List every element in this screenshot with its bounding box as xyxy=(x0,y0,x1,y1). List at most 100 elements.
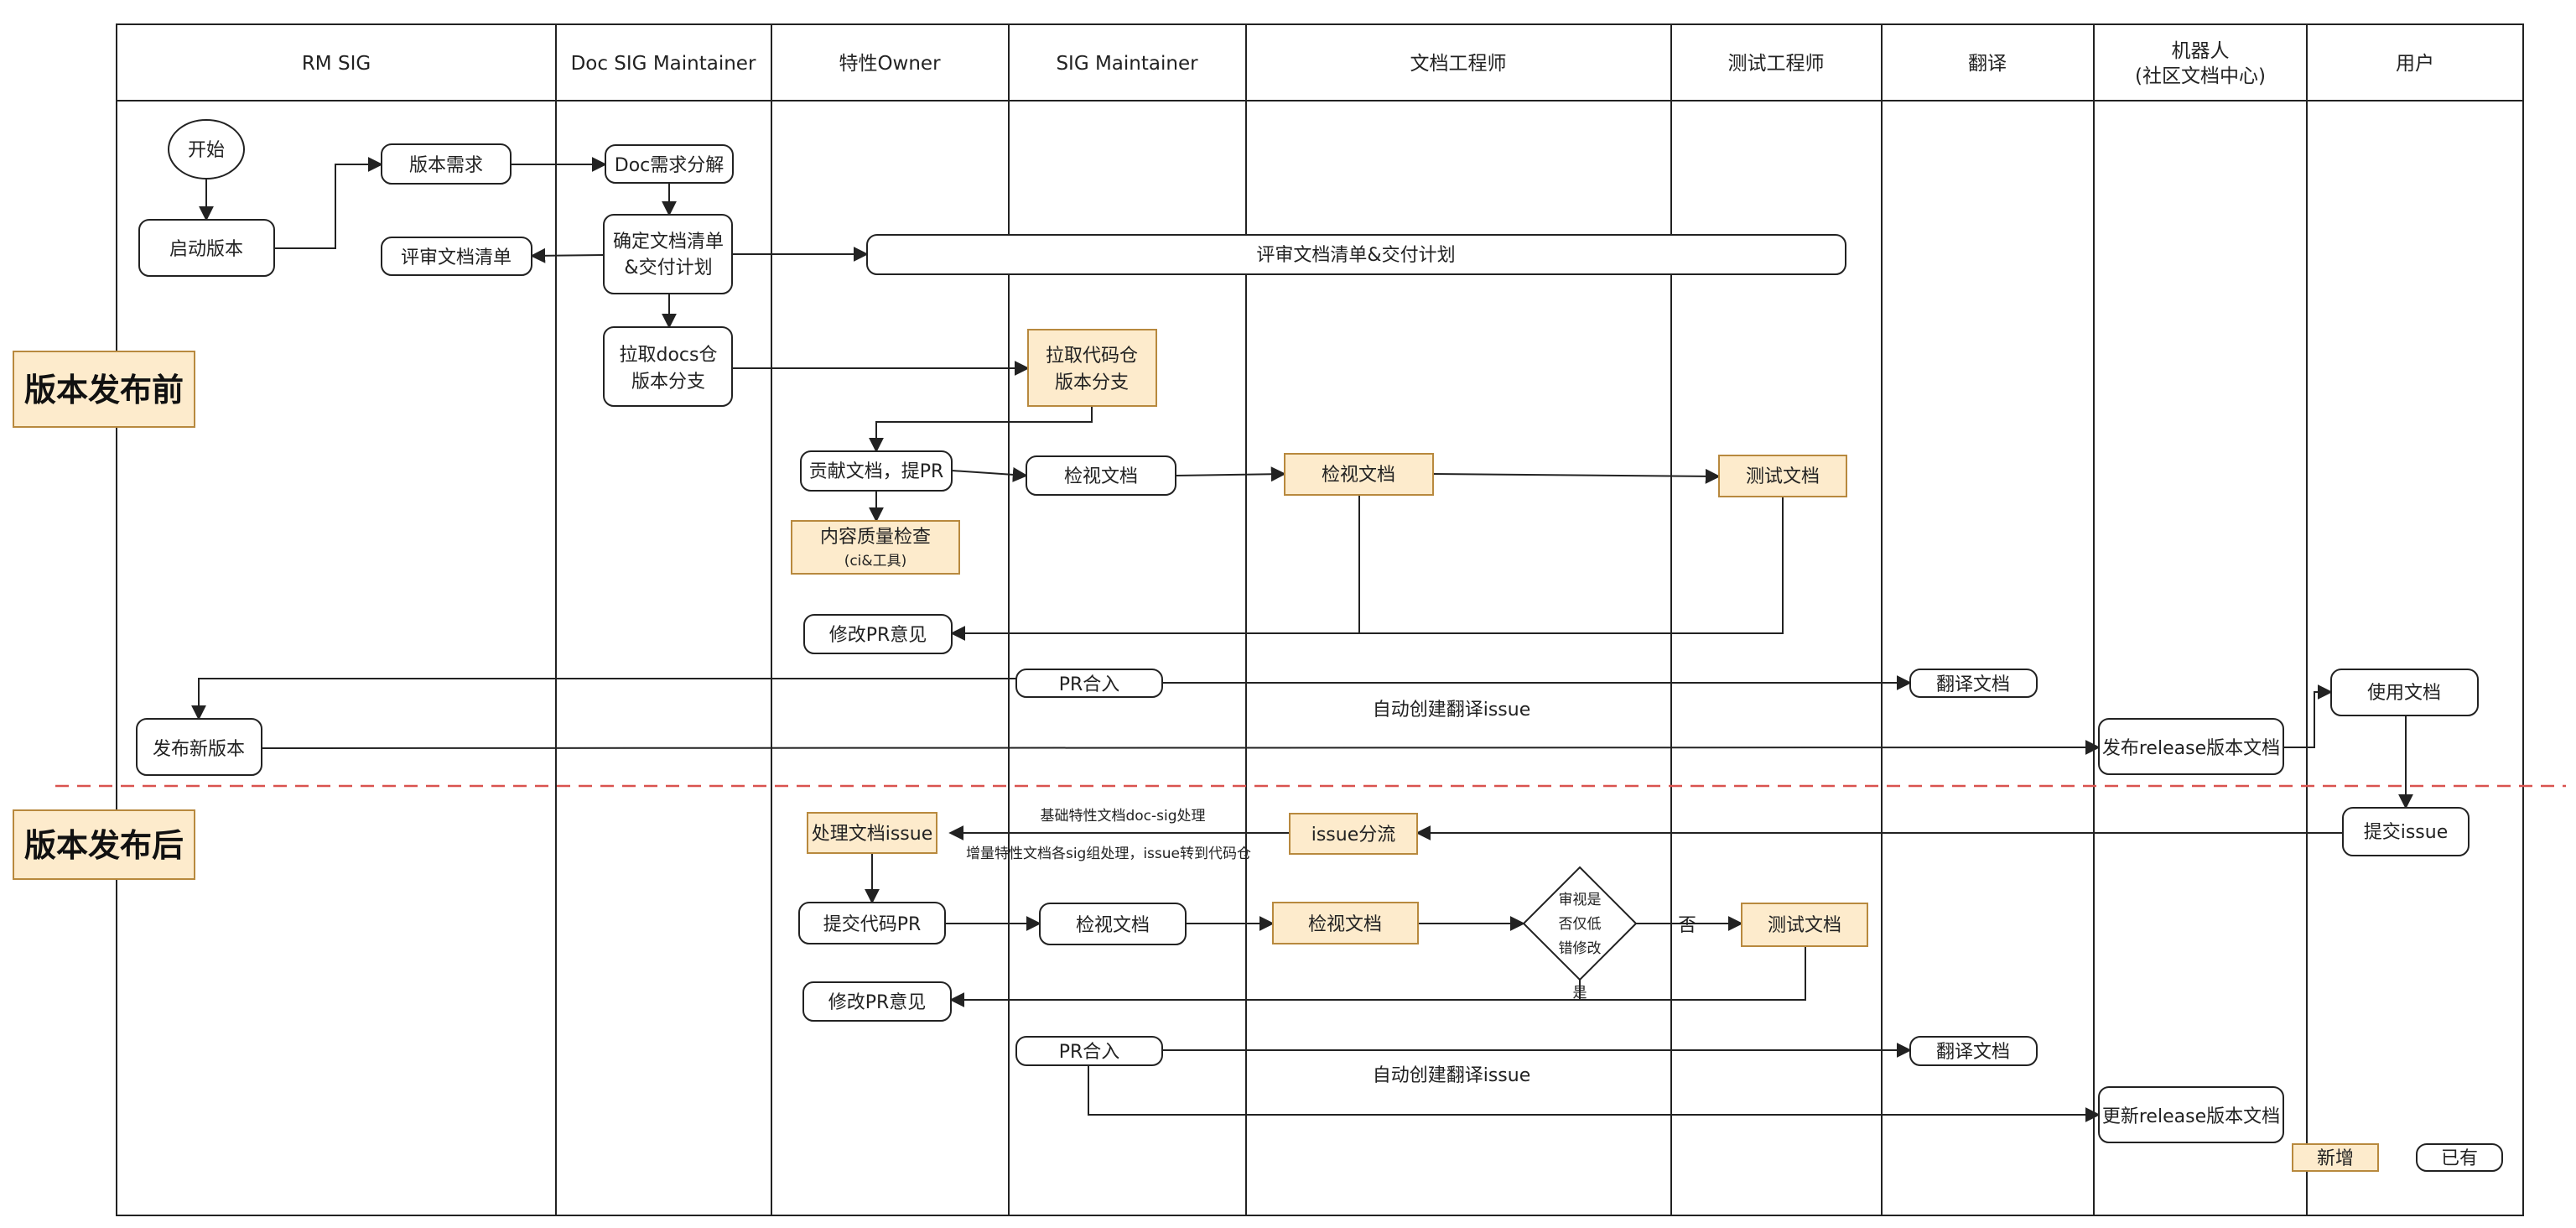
node-minor-fix-decision-line3: 错修改 xyxy=(1559,940,1602,957)
edge-label-yes: 是 xyxy=(1573,985,1587,1002)
node-translate-doc-1-label: 翻译文档 xyxy=(1936,674,2010,695)
node-doc-list-delivery-plan: 确定文档清单 &交付计划 xyxy=(603,214,733,294)
node-pull-docs-branch-line2: 版本分支 xyxy=(631,372,705,393)
edge-label-basic-feature: 基础特性文档doc-sig处理 xyxy=(1040,808,1205,825)
node-publish-release-doc-label: 发布release版本文档 xyxy=(2102,738,2280,759)
node-fix-pr-comments-1-label: 修改PR意见 xyxy=(829,625,927,646)
phase-label-before: 版本发布前 xyxy=(13,351,195,428)
node-use-doc: 使用文档 xyxy=(2330,669,2479,716)
node-pr-merged-2: PR合入 xyxy=(1015,1036,1163,1066)
legend-existing-label: 已有 xyxy=(2441,1148,2478,1169)
lane-title-rm-sig: RM SIG xyxy=(302,53,371,75)
node-doc-list-delivery-plan-line2: &交付计划 xyxy=(624,258,712,278)
node-test-doc-2-label: 测试文档 xyxy=(1768,915,1841,936)
lane-title-user: 用户 xyxy=(2396,53,2434,75)
node-translate-doc-2-label: 翻译文档 xyxy=(1936,1042,2010,1063)
edge-test1-fixpr1 xyxy=(950,497,1784,641)
edge-label-incremental-feature: 增量特性文档各sig组处理，issue转到代码仓 xyxy=(966,846,1251,862)
node-submit-code-pr-label: 提交代码PR xyxy=(823,914,922,935)
edge-label-no: 否 xyxy=(1678,915,1696,936)
lane-title-doc-engineer: 文档工程师 xyxy=(1410,53,1507,75)
node-pull-code-branch-line2: 版本分支 xyxy=(1055,372,1129,393)
node-minor-fix-decision: 审视是 否仅低 错修改 xyxy=(1522,866,1638,981)
node-pull-docs-branch: 拉取docs仓 版本分支 xyxy=(603,326,733,407)
node-pr-merged-1-label: PR合入 xyxy=(1059,674,1120,695)
edge-merge1-releasenew xyxy=(191,678,1016,721)
edge-launch-req xyxy=(274,157,383,249)
node-launch-version: 启动版本 xyxy=(138,219,275,277)
node-fix-pr-comments-2-label: 修改PR意见 xyxy=(828,992,927,1013)
node-minor-fix-decision-line2: 否仅低 xyxy=(1559,916,1602,933)
node-translate-doc-1: 翻译文档 xyxy=(1909,669,2038,698)
node-test-doc-1: 测试文档 xyxy=(1718,455,1847,497)
edge-labels: 自动创建翻译issue 基础特性文档doc-sig处理 增量特性文档各sig组处… xyxy=(966,700,1696,1086)
node-handle-doc-issue: 处理文档issue xyxy=(807,812,937,854)
node-pr-merged-1: PR合入 xyxy=(1015,669,1163,698)
node-doc-requirement-split: Doc需求分解 xyxy=(605,144,734,184)
node-pull-code-branch: 拉取代码仓 版本分支 xyxy=(1027,329,1157,407)
phase-label-after-text: 版本发布后 xyxy=(24,827,184,864)
node-release-new-version: 发布新版本 xyxy=(136,718,262,776)
edges xyxy=(191,157,2413,1122)
node-update-release-doc: 更新release版本文档 xyxy=(2098,1086,2284,1143)
lane-headers: RM SIG Doc SIG Maintainer 特性Owner SIG Ma… xyxy=(302,40,2434,87)
node-quality-check-line2: (ci&工具) xyxy=(844,553,907,570)
node-version-requirements: 版本需求 xyxy=(381,143,512,185)
node-quality-check: 内容质量检查 (ci&工具) xyxy=(791,520,960,575)
node-contribute-doc-pr: 贡献文档，提PR xyxy=(800,450,953,492)
node-doc-list-delivery-plan-line1: 确定文档清单 xyxy=(613,232,724,252)
node-launch-version-label: 启动版本 xyxy=(169,239,243,260)
node-update-release-doc-label: 更新release版本文档 xyxy=(2102,1106,2280,1127)
node-contribute-doc-pr-label: 贡献文档，提PR xyxy=(809,461,944,482)
node-review-doc-list: 评审文档清单 xyxy=(381,237,532,276)
legend: 新增 已有 xyxy=(2292,1143,2503,1172)
node-sig-review-doc-1-label: 检视文档 xyxy=(1064,466,1138,487)
node-writer-review-doc-2-label: 检视文档 xyxy=(1308,914,1382,935)
node-writer-review-doc-1-label: 检视文档 xyxy=(1322,465,1395,486)
node-writer-review-doc-2: 检视文档 xyxy=(1272,902,1419,944)
node-test-doc-2: 测试文档 xyxy=(1741,903,1868,947)
legend-new: 新增 xyxy=(2292,1143,2379,1172)
phase-label-after: 版本发布后 xyxy=(13,809,195,880)
lane-title-bot: 机器人 xyxy=(2172,40,2230,62)
node-review-doc-list-delivery-plan-label: 评审文档清单&交付计划 xyxy=(1256,245,1455,266)
edge-plan-reviewlist xyxy=(530,247,605,263)
phase-label-before-text: 版本发布前 xyxy=(24,372,184,408)
node-start-label: 开始 xyxy=(188,140,225,161)
node-submit-issue: 提交issue xyxy=(2342,807,2470,856)
node-issue-triage-label: issue分流 xyxy=(1311,825,1396,846)
edge-publish-usedoc xyxy=(2283,684,2333,748)
edge-test2-fixpr2 xyxy=(949,946,1806,1007)
lane-title-translation: 翻译 xyxy=(1968,53,2007,75)
lane-subtitle-bot: (社区文档中心) xyxy=(2135,65,2266,87)
edge-label-auto-translate-1: 自动创建翻译issue xyxy=(1373,700,1531,721)
legend-new-label: 新增 xyxy=(2317,1148,2354,1169)
node-review-doc-list-label: 评审文档清单 xyxy=(401,247,512,268)
node-pull-code-branch-line1: 拉取代码仓 xyxy=(1046,346,1138,367)
node-review-doc-list-delivery-plan: 评审文档清单&交付计划 xyxy=(866,234,1846,275)
node-quality-check-line1: 内容质量检查 xyxy=(820,527,931,548)
node-submit-issue-label: 提交issue xyxy=(2364,822,2449,843)
lane-title-sig-maintainer: SIG Maintainer xyxy=(1056,53,1198,75)
edge-label-auto-translate-2: 自动创建翻译issue xyxy=(1373,1065,1531,1086)
node-test-doc-1-label: 测试文档 xyxy=(1746,466,1820,487)
node-doc-requirement-split-label: Doc需求分解 xyxy=(615,155,724,176)
edge-reviewsig1-reviewwriter1 xyxy=(1175,466,1286,482)
node-writer-review-doc-1: 检视文档 xyxy=(1284,453,1434,496)
node-sig-review-doc-1: 检视文档 xyxy=(1026,455,1176,496)
lane-title-doc-sig-maintainer: Doc SIG Maintainer xyxy=(571,53,756,75)
node-sig-review-doc-2: 检视文档 xyxy=(1039,903,1187,945)
node-sig-review-doc-2-label: 检视文档 xyxy=(1076,915,1150,936)
legend-existing: 已有 xyxy=(2416,1143,2503,1172)
node-fix-pr-comments-1: 修改PR意见 xyxy=(803,614,953,654)
node-start: 开始 xyxy=(168,119,245,180)
swimlane-frame xyxy=(116,23,2524,1216)
edge-reviewwriter1-test1 xyxy=(1432,468,1721,484)
node-version-requirements-label: 版本需求 xyxy=(409,155,483,176)
node-minor-fix-decision-line1: 审视是 xyxy=(1559,892,1602,908)
node-pull-docs-branch-line1: 拉取docs仓 xyxy=(620,345,718,366)
lane-title-feature-owner: 特性Owner xyxy=(839,53,941,75)
node-use-doc-label: 使用文档 xyxy=(2367,683,2441,704)
nodes: 开始 启动版本 版本需求 评审文档清单 Doc需求分解 确定文档清单 &交付计划 xyxy=(136,119,2479,1143)
